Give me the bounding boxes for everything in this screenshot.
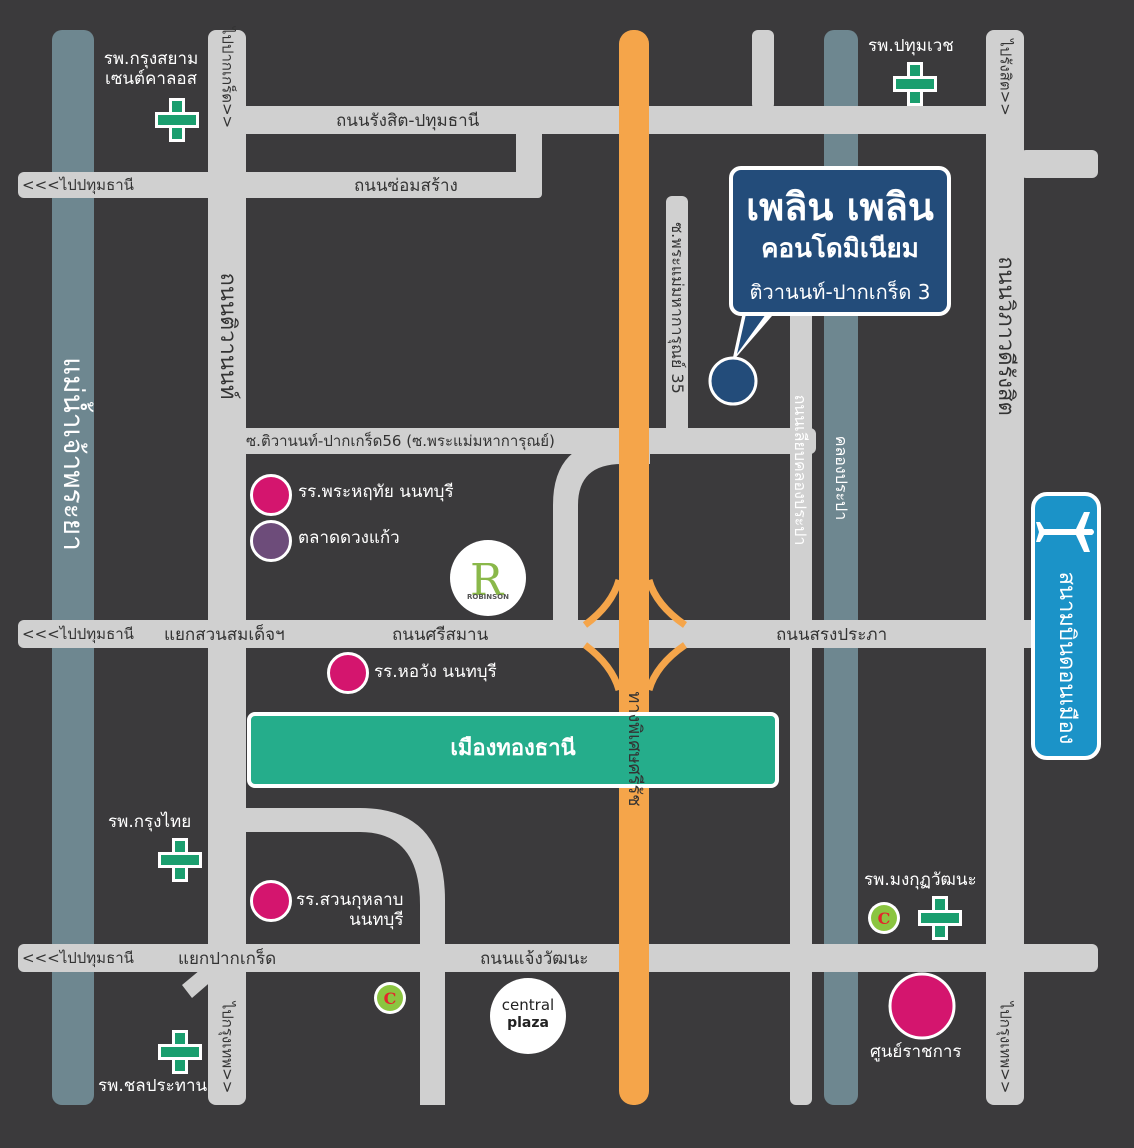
label-hosp-krungsiam: รพ.กรุงสยาม เซนต์คาลอส <box>103 49 199 89</box>
label-to-pak-kret-top: ไปปากเกร็ด>> <box>218 26 237 129</box>
rangsit-pathum-road <box>208 106 1024 134</box>
title-line1: เพลิน เพลิน <box>746 185 934 229</box>
interchange-ramps <box>582 578 688 692</box>
airplane-icon <box>1036 512 1094 552</box>
label-song-prapha: ถนนสรงประภา <box>776 625 888 645</box>
label-to-pathum-3: <<<ไปปทุมธานี <box>22 949 134 967</box>
muang-thong-block <box>247 712 779 788</box>
chaeng-watthana-road <box>18 944 1098 972</box>
label-plaza: plaza <box>507 1015 549 1031</box>
vibhavadi-road <box>986 30 1024 1105</box>
road-top-stub <box>752 30 774 110</box>
label-to-bangkok-right: ไปกรุงเทพ>> <box>996 1001 1015 1094</box>
school-marker <box>250 474 292 516</box>
label-hosp-chonprathan: รพ.ชลประทาน <box>98 1076 208 1096</box>
title-pointer <box>737 314 766 354</box>
label-school-horwang: รร.หอวัง นนทบุรี <box>374 662 497 682</box>
label-soi-phramae35: ซ.พระแม่มหาการุณย์ 35 <box>668 222 687 394</box>
market-marker <box>250 520 292 562</box>
label-to-bangkok-left: ไปกรุงเทพ>> <box>218 1001 237 1094</box>
government-center-marker <box>888 972 956 1040</box>
big-c-icon: C <box>868 902 900 934</box>
label-muang-thong: เมืองทองธานี <box>450 736 576 761</box>
title-line3: ติวานนท์-ปากเกร็ด 3 <box>749 280 931 304</box>
hospital-icon <box>893 62 937 106</box>
label-hosp-krungthai: รพ.กรุงไทย <box>108 812 192 832</box>
hospital-icon <box>155 98 199 142</box>
label-khlong-prapa: คลองประปา <box>832 435 851 521</box>
label-yaek-pak-kret: แยกปากเกร็ด <box>178 949 277 969</box>
som-sang-road <box>18 172 542 198</box>
school-marker <box>327 652 369 694</box>
title-pointer-outline <box>732 316 772 362</box>
label-som-sang: ถนนซ่อมสร้าง <box>354 176 458 196</box>
soi-phramae-35 <box>666 196 688 436</box>
label-hosp-mongkut: รพ.มงกุฏวัฒนะ <box>864 870 977 890</box>
label-robinson: ROBINSON <box>467 593 509 601</box>
label-to-pathum-1: <<<ไปปทุมธานี <box>22 176 134 194</box>
label-school-suankularb: รร.สวนกุหลาบ นนทบุรี <box>296 890 404 931</box>
label-market-duangkaew: ตลาดดวงแก้ว <box>298 528 400 548</box>
big-c-icon: C <box>374 982 406 1014</box>
hospital-icon <box>158 838 202 882</box>
roads <box>18 30 1098 1105</box>
label-vibhavadi: ถนนวิภาวดีรังสิต <box>993 256 1018 416</box>
label-to-rangsit: ไปรังสิต>> <box>996 39 1015 116</box>
label-central: central <box>501 996 555 1014</box>
liap-prapa-road <box>790 300 812 1105</box>
robinson-logo <box>450 540 526 616</box>
condo-location-marker[interactable] <box>708 356 758 406</box>
label-chaophraya: แม่น้ำเจ้าพระยา <box>57 357 90 551</box>
central-plaza-logo <box>490 978 566 1054</box>
label-rangsit-pathum: ถนนรังสิต-ปทุมธานี <box>336 111 480 131</box>
tiwanon-road <box>208 30 246 1105</box>
label-liap-prapa: ถนนเลียบคลองประปา <box>791 394 810 546</box>
condo-title-box: เพลิน เพลิน คอนโดมิเนียม ติวานนท์-ปากเกร… <box>729 166 951 316</box>
soi-tiwanon-56 <box>208 428 816 454</box>
label-government-center: ศูนย์ราชการ <box>870 1042 962 1062</box>
chaophraya-river <box>52 30 94 1105</box>
pak-kret-ramp <box>182 960 222 998</box>
label-soi-tiwanon56: ซ.ติวานนท์-ปากเกร็ด56 (ซ.พระแม่มหาการุณย… <box>246 432 555 450</box>
label-yaek-suan-somdet: แยกสวนสมเด็จฯ <box>164 625 285 645</box>
label-school-phrahruthai: รร.พระหฤทัย นนทบุรี <box>298 482 454 502</box>
robinson-r-icon: R <box>470 555 505 606</box>
label-chaeng-watthana: ถนนแจ้งวัฒนะ <box>480 949 589 969</box>
hospital-icon <box>918 896 962 940</box>
label-to-pathum-2: <<<ไปปทุมธานี <box>22 625 134 643</box>
label-sri-saman: ถนนศรีสมาน <box>392 625 489 645</box>
label-tiwanon: ถนนติวานนท์ <box>215 272 240 400</box>
airport-box <box>1031 492 1101 760</box>
si-rat-expressway <box>619 30 649 1105</box>
suan-kularb-road <box>208 808 445 1105</box>
label-airport: สนามบินดอนเมือง <box>1054 571 1079 745</box>
title-line2: คอนโดมิเนียม <box>761 234 919 264</box>
hospital-icon <box>158 1030 202 1074</box>
label-hosp-pathumwet: รพ.ปทุมเวช <box>868 36 954 56</box>
road-east-stub <box>1020 150 1098 178</box>
school-marker <box>250 880 292 922</box>
loop-ramp <box>553 440 650 640</box>
